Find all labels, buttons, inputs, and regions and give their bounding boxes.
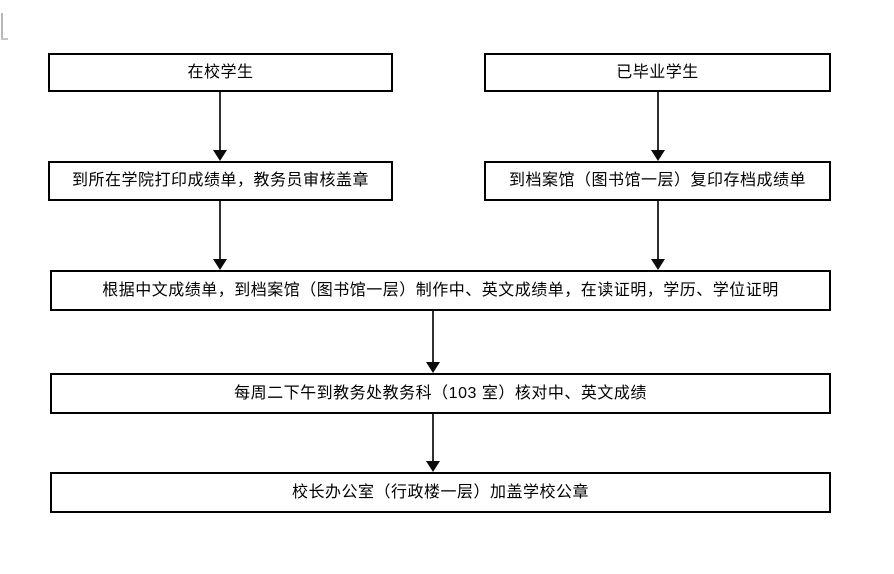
node-college-print-transcript: 到所在学院打印成绩单，教务员审核盖章 (48, 161, 393, 201)
arrow-verify-scores-to-president-office (426, 414, 440, 472)
node-verify-scores: 每周二下午到教务处教务科（103 室）核对中、英文成绩 (50, 373, 831, 414)
arrow-down-icon (213, 259, 227, 270)
node-current-students: 在校学生 (48, 53, 393, 92)
arrow-college-print-to-archives-make (213, 201, 227, 270)
arrow-line (219, 92, 221, 152)
text-cursor-vertical-bar (1, 13, 3, 40)
arrow-archives-make-to-verify-scores (426, 311, 440, 373)
node-archives-copy-transcript: 到档案馆（图书馆一层）复印存档成绩单 (484, 161, 831, 201)
arrow-archives-copy-to-archives-make (651, 201, 665, 270)
arrow-down-icon (651, 150, 665, 161)
node-graduated-students: 已毕业学生 (484, 53, 831, 92)
arrow-line (432, 414, 434, 463)
arrow-line (219, 201, 221, 261)
arrow-line (657, 92, 659, 152)
arrow-current-students-to-college-print (213, 92, 227, 161)
arrow-down-icon (426, 461, 440, 472)
node-president-office-seal: 校长办公室（行政楼一层）加盖学校公章 (50, 472, 831, 513)
arrow-line (657, 201, 659, 261)
arrow-down-icon (426, 362, 440, 373)
arrow-down-icon (213, 150, 227, 161)
arrow-line (432, 311, 434, 364)
arrow-graduated-students-to-archives-copy (651, 92, 665, 161)
text-cursor-artifact (1, 13, 8, 40)
arrow-down-icon (651, 259, 665, 270)
node-archives-make-documents: 根据中文成绩单，到档案馆（图书馆一层）制作中、英文成绩单，在读证明，学历、学位证… (50, 270, 831, 311)
text-cursor-foot (1, 38, 8, 40)
